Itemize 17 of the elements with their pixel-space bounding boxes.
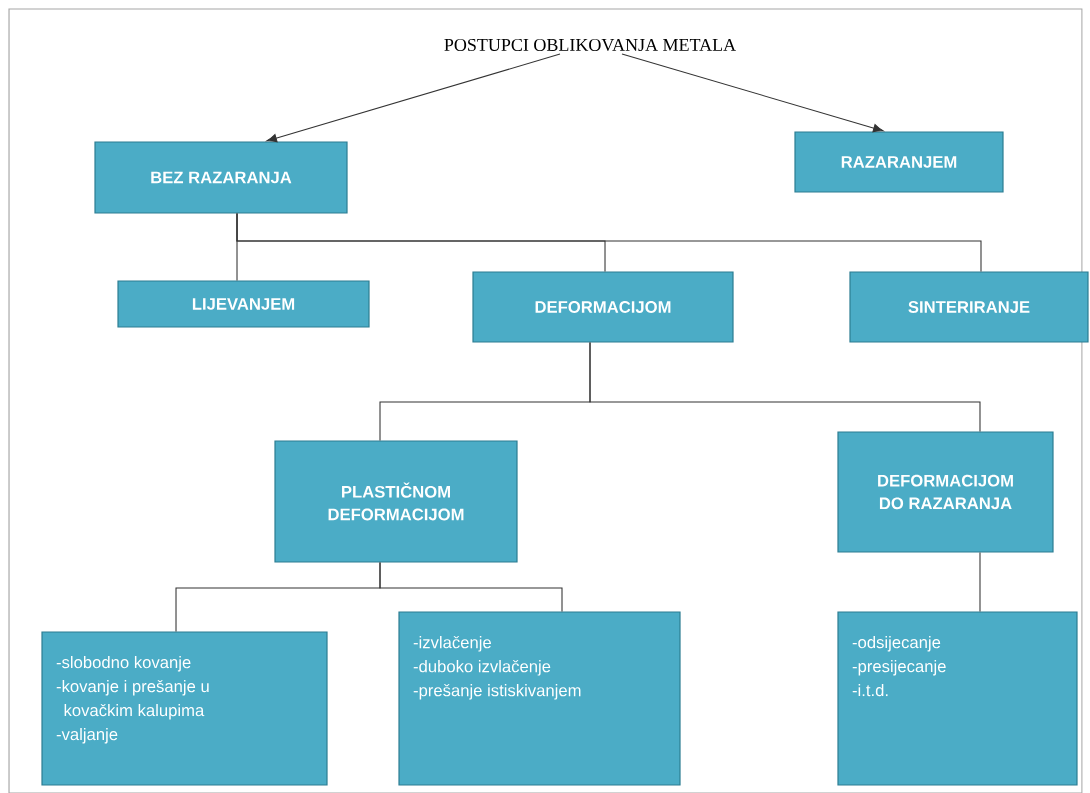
process-box: SINTERIRANJE xyxy=(849,271,1089,343)
connector xyxy=(266,53,561,143)
process-box: LIJEVANJEM xyxy=(117,280,370,328)
connector xyxy=(979,552,981,612)
connector xyxy=(589,342,981,432)
list-box: -slobodno kovanje -kovanje i prešanje u kovačkim kalupima -valjanje xyxy=(41,631,328,786)
process-box: PLASTIČNOM DEFORMACIJOM xyxy=(274,440,518,563)
process-box: RAZARANJEM xyxy=(794,131,1004,193)
process-box: BEZ RAZARANJA xyxy=(94,141,348,214)
connector xyxy=(621,53,884,133)
process-box: DEFORMACIJOM xyxy=(472,271,734,343)
list-box: -izvlačenje -duboko izvlačenje -prešanje istiskivanjem xyxy=(398,611,681,786)
process-box: DEFORMACIJOM DO RAZARANJA xyxy=(837,431,1054,553)
title: POSTUPCI OBLIKOVANJA METALA xyxy=(444,38,736,52)
connector xyxy=(379,562,563,612)
list-box: -odsijecanje -presijecanje -i.t.d. xyxy=(837,611,1078,786)
connector xyxy=(236,213,982,272)
